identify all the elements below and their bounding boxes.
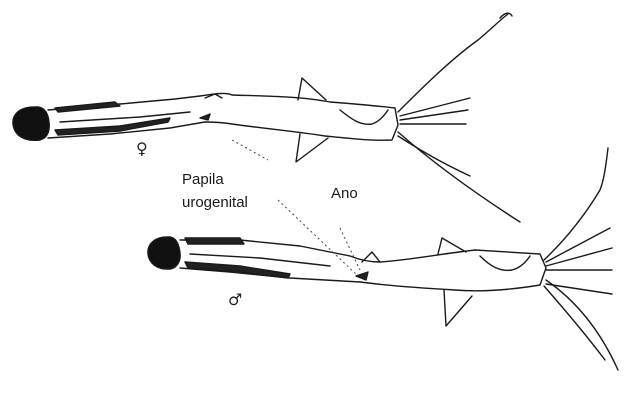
female-tail-fin-3 [400,110,468,120]
female-tail-fin-6 [398,136,470,176]
female-papilla [200,114,210,120]
male-sucker-disc [148,237,180,269]
female-sucker-disc [13,107,49,140]
papila-leader-female [232,140,268,160]
label-ano: Ano [331,185,358,202]
male-tail-fin-1 [544,148,608,260]
label-papila-line1: Papila [182,171,224,188]
male-tail-fin-6 [546,284,612,294]
female-pelvic-fin [296,134,328,162]
ano-leader [340,228,360,270]
female-tail-fin-5 [398,132,520,222]
female-body-outline [200,93,398,140]
label-papila-line2: urogenital [182,194,248,211]
male-pelvic-fin [444,290,472,326]
female-tail-base [340,110,388,124]
male-tail-fin-7 [544,286,605,360]
male-tail-base [480,256,530,270]
male-upper-dark-stripe [185,238,244,244]
female-pectoral-fin [298,78,326,100]
female-tail-fin-1 [398,14,508,112]
female-fish [13,13,520,222]
male-symbol: ♂ [228,290,242,309]
female-upper-dark-stripe [55,102,120,112]
female-symbol: ♀ [136,139,148,158]
male-body-outline [350,250,546,291]
female-mid-line [60,112,190,122]
female-tail-fin-2 [400,98,470,116]
